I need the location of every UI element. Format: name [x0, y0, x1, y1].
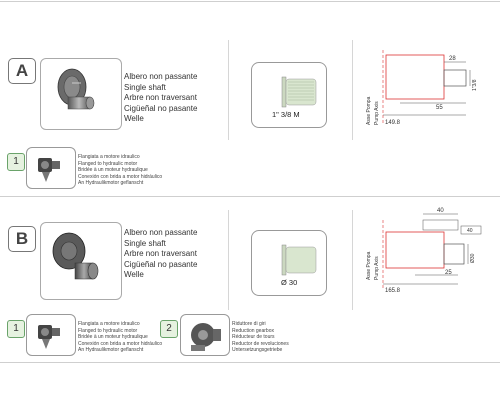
divider-bottom — [0, 362, 500, 363]
option-text-a1: Flangiata a motore idraulico Flanged to … — [78, 154, 162, 187]
option-b1-line-es: Conexión con brida a motor hidráulico — [78, 340, 163, 347]
keyed-shaft-icon — [281, 244, 317, 276]
technical-drawing-a: Asse Pompa Pump Axis 28 55 1"3/8 149.8 — [366, 50, 478, 126]
dim-side-b: Ø30 — [470, 253, 476, 263]
shaft-name-de: Welle — [124, 270, 144, 279]
technical-drawing-b: Asse Pompa Pump Axis 40 40 Ø30 25 165.8 — [366, 208, 482, 294]
shaft-label-b: Ø 30 — [281, 278, 298, 287]
shaft-name-es: Cigüeñal no pasante — [124, 103, 198, 113]
option-a1-line-de: An Hydraulikmotor geflanscht — [78, 180, 144, 186]
shaft-names-b: Albero non passante Single shaft Arbre n… — [124, 228, 197, 281]
shaft-name-fr: Arbre non traversant — [124, 93, 197, 102]
dim-mid-a: 55 — [436, 105, 443, 111]
shaft-name-it: Albero non passante — [124, 72, 198, 81]
dim-bottom-b: 165.8 — [385, 288, 401, 294]
option-b1-line-it: Flangiata a motore idraulico — [78, 321, 140, 327]
option-a1-line-fr: Bridée à un moteur hydraulique — [78, 167, 148, 173]
option-b2-line-en: Reduction gearbox — [232, 327, 274, 334]
single-shaft-illustration-b — [52, 232, 99, 280]
option-b1-line-en: Flanged to hydraulic motor — [78, 327, 138, 334]
option-b1-line-de: An Hydraulikmotor geflanscht — [78, 347, 144, 353]
dim-side-a: 1"3/8 — [472, 79, 478, 91]
divider-middle — [0, 196, 500, 197]
single-shaft-illustration-a — [57, 68, 95, 110]
hydraulic-motor-icon — [38, 158, 60, 182]
shaft-name-de: Welle — [124, 114, 144, 123]
option-number-b2: 2 — [160, 320, 178, 338]
option-number-b1: 1 — [7, 320, 25, 338]
hydraulic-motor-icon — [38, 325, 60, 349]
axis-label-b-it: Asse Pompa — [366, 251, 372, 280]
option-a1-line-en: Flanged to hydraulic motor — [78, 160, 138, 167]
option-text-b2: Riduttore di giri Reduction gearbox Rédu… — [232, 321, 289, 354]
axis-label-b-en: Pump Axis — [374, 256, 380, 280]
option-text-b1: Flangiata a motore idraulico Flanged to … — [78, 321, 162, 354]
section-letter-b: B — [8, 226, 36, 252]
axis-label-a-en: Pump Axis — [374, 101, 380, 125]
dim-top-small-b: 40 — [467, 228, 473, 234]
spline-label-a: 1" 3/8 M — [272, 110, 300, 119]
option-image-b1 — [26, 314, 76, 356]
section-letter-a: A — [8, 58, 36, 84]
dim-mid-b: 25 — [445, 270, 452, 276]
column-separator-b2 — [352, 210, 353, 310]
column-separator-b1 — [228, 210, 229, 310]
shaft-detail-b — [251, 230, 327, 296]
option-image-b2 — [180, 314, 230, 356]
shaft-names-a: Albero non passante Single shaft Arbre n… — [124, 72, 197, 125]
spline-detail-a — [251, 62, 327, 128]
reduction-gearbox-icon — [191, 323, 221, 351]
column-separator-a2 — [352, 40, 353, 140]
axis-label-a-it: Asse Pompa — [366, 96, 372, 125]
option-b2-line-fr: Réducteur de tours — [232, 334, 275, 340]
splined-shaft-icon — [281, 76, 317, 108]
shaft-image-b — [40, 222, 122, 300]
shaft-name-en: Single shaft — [124, 82, 166, 92]
option-b2-line-es: Reductor de revoluciones — [232, 340, 289, 347]
dim-bottom-a: 149.8 — [385, 120, 401, 126]
option-b2-line-it: Riduttore di giri — [232, 321, 266, 327]
shaft-name-it: Albero non passante — [124, 228, 198, 237]
shaft-image-a — [40, 58, 122, 130]
option-a1-line-it: Flangiata a motore idraulico — [78, 154, 140, 160]
option-image-a1 — [26, 147, 76, 189]
divider-top — [0, 1, 500, 2]
dim-top-b: 40 — [437, 208, 444, 214]
shaft-name-es: Cigüeñal no pasante — [124, 259, 198, 269]
dim-top-a: 28 — [449, 56, 456, 62]
option-a1-line-es: Conexión con brida a motor hidráulico — [78, 173, 163, 180]
option-b1-line-fr: Bridée à un moteur hydraulique — [78, 334, 148, 340]
option-number-a1: 1 — [7, 153, 25, 171]
column-separator-a1 — [228, 40, 229, 140]
shaft-name-en: Single shaft — [124, 238, 166, 248]
option-b2-line-de: Untersetzungsgetriebe — [232, 347, 283, 353]
shaft-name-fr: Arbre non traversant — [124, 249, 197, 258]
